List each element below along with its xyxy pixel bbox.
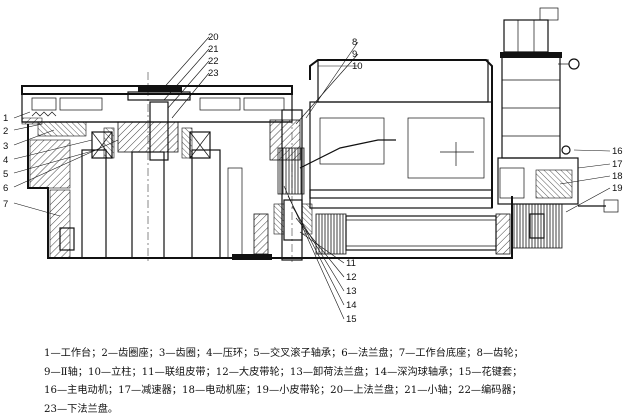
main-motor (500, 8, 579, 158)
callout-6: 6 (3, 183, 8, 194)
large-belt-pulley (254, 214, 510, 254)
legend-line-1: 1—工作台；2—齿圈座；3—齿圈；4—压环；5—交叉滚子轴承；6—法兰盘；7—工… (44, 345, 629, 364)
callout-9: 9 (352, 49, 357, 60)
callout-5: 5 (3, 169, 8, 180)
central-housing (104, 72, 192, 262)
callout-17: 17 (612, 159, 623, 170)
callout-1: 1 (3, 113, 8, 124)
leader-lines (14, 37, 610, 319)
legend-line-2: 9—Ⅱ轴；10—立柱；11—联组皮带；12—大皮带轮；13—卸荷法兰盘；14—深… (44, 364, 629, 383)
legend-line-4: 23—下法兰盘。 (44, 401, 629, 419)
cross-section-drawing: 1 2 3 4 5 6 7 20 21 22 23 8 9 10 16 17 1… (0, 0, 634, 340)
reducer (498, 158, 618, 248)
callout-4: 4 (3, 155, 8, 166)
callout-12: 12 (346, 272, 357, 283)
callout-18: 18 (612, 171, 623, 182)
callout-7: 7 (3, 199, 8, 210)
callout-20: 20 (208, 32, 219, 43)
ii-shaft (270, 100, 312, 262)
callout-14: 14 (346, 300, 357, 311)
callout-11: 11 (346, 258, 356, 269)
callout-22: 22 (208, 56, 219, 67)
callout-2: 2 (3, 126, 8, 137)
callout-13: 13 (346, 286, 357, 297)
callout-8: 8 (352, 37, 357, 48)
callout-15: 15 (346, 314, 357, 325)
callout-16: 16 (612, 146, 623, 157)
callout-10: 10 (352, 61, 363, 72)
callout-labels: 1 2 3 4 5 6 7 20 21 22 23 8 9 10 16 17 1… (3, 32, 623, 325)
gear-ring (32, 112, 86, 136)
legend-line-3: 16—主电动机；17—减速器；18—电动机座；19—小皮带轮；20—上法兰盘；2… (44, 382, 629, 401)
callout-3: 3 (3, 141, 8, 152)
column (300, 60, 492, 208)
callout-21: 21 (208, 44, 219, 55)
callout-19: 19 (612, 183, 623, 194)
callout-23: 23 (208, 68, 219, 79)
